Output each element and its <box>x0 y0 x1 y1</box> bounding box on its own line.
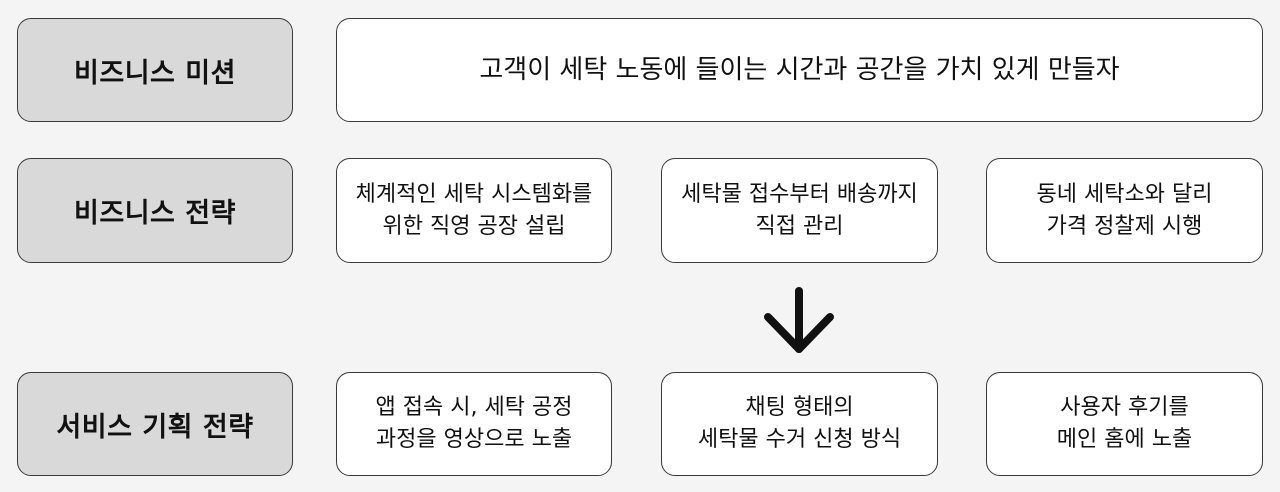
service-item-1-line2: 과정을 영상으로 노출 <box>375 427 573 452</box>
service-item-2: 채팅 형태의 세탁물 수거 신청 방식 <box>661 372 938 476</box>
service-item-1-line1: 앱 접속 시, 세탁 공정 <box>375 395 573 420</box>
mission-label: 비즈니스 미션 <box>74 57 236 89</box>
service-item-1: 앱 접속 시, 세탁 공정 과정을 영상으로 노출 <box>336 372 612 476</box>
service-item-3: 사용자 후기를 메인 홈에 노출 <box>986 372 1263 476</box>
strategy-item-2-line1: 세탁물 접수부터 배송까지 <box>681 181 918 207</box>
strategy-item-3-line1: 동네 세탁소와 달리 <box>1036 181 1213 207</box>
service-item-2-line1: 채팅 형태의 <box>745 395 854 420</box>
arrow-down-icon <box>764 287 834 353</box>
service-item-3-line2: 메인 홈에 노출 <box>1056 427 1193 452</box>
strategy-item-1-line2: 위한 직영 공장 설립 <box>382 213 566 239</box>
strategy-item-1-line1: 체계적인 세탁 시스템화를 <box>355 181 593 207</box>
strategy-item-2-line2: 직접 관리 <box>755 213 844 239</box>
strategy-item-3: 동네 세탁소와 달리 가격 정찰제 시행 <box>986 158 1263 263</box>
strategy-item-1: 체계적인 세탁 시스템화를 위한 직영 공장 설립 <box>336 158 612 263</box>
strategy-item-2: 세탁물 접수부터 배송까지 직접 관리 <box>661 158 938 263</box>
mission-text: 고객이 세탁 노동에 들이는 시간과 공간을 가치 있게 만들자 <box>479 55 1120 85</box>
mission-content-box: 고객이 세탁 노동에 들이는 시간과 공간을 가치 있게 만들자 <box>336 18 1263 122</box>
strategy-label: 비즈니스 전략 <box>74 198 236 229</box>
strategy-label-box: 비즈니스 전략 <box>17 158 293 263</box>
service-item-3-line1: 사용자 후기를 <box>1060 395 1189 420</box>
strategy-item-3-line2: 가격 정찰제 시행 <box>1046 213 1203 239</box>
service-label: 서비스 기획 전략 <box>56 411 254 443</box>
service-label-box: 서비스 기획 전략 <box>17 372 293 476</box>
service-item-2-line2: 세탁물 수거 신청 방식 <box>697 427 902 452</box>
mission-label-box: 비즈니스 미션 <box>17 18 293 122</box>
